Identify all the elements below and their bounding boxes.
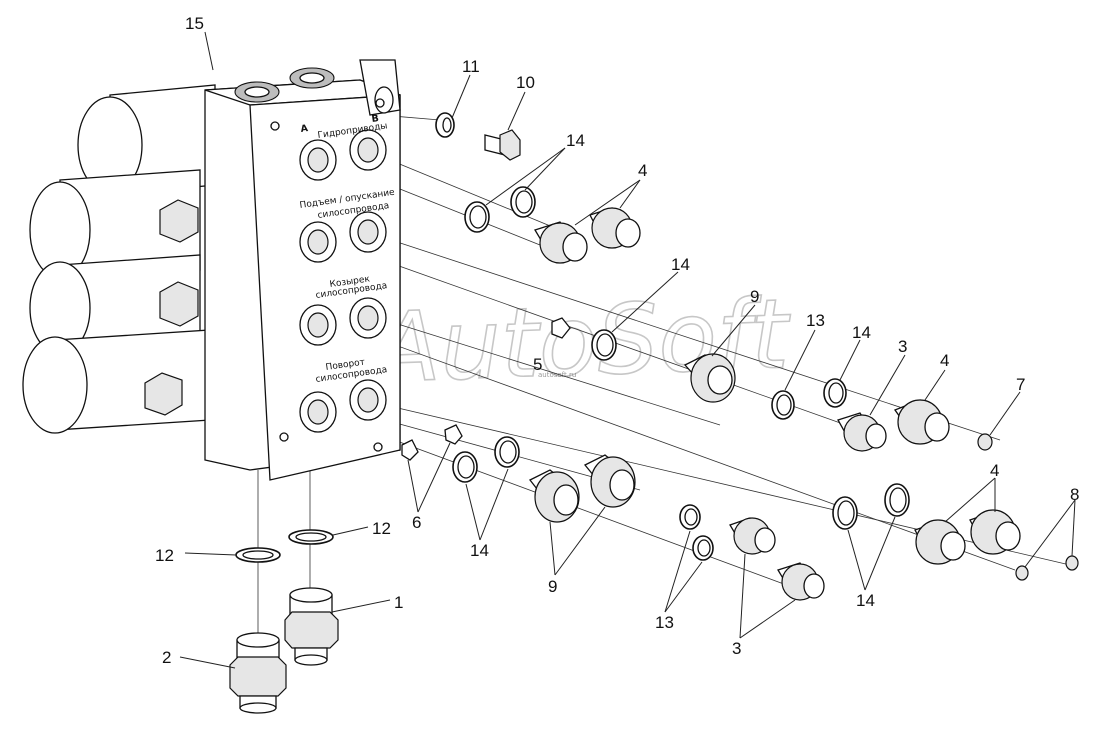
callout-11: 11 [462,57,480,76]
seal-rings-12 [235,529,334,563]
fittings-4-upper [534,207,641,264]
callout-9-lower: 9 [548,577,557,596]
callout-14-upper: 14 [566,131,585,150]
part-11-washer [435,112,455,138]
callout-10: 10 [516,73,535,92]
fittings-3-lower [729,517,825,601]
part-1-fitting [284,587,339,666]
callout-4-lower: 4 [990,461,999,480]
part-10-plug [484,129,521,161]
leader-lines [179,31,1076,669]
fittings-9-lower [528,454,636,523]
fitting-9-middle [683,353,736,403]
valve-block: А В Гидроприводы Подъем / опускание сило… [22,59,401,481]
fittings-4-lower-right [914,509,1021,565]
callout-15: 15 [185,14,204,33]
callout-12-left: 12 [155,546,174,565]
block-ports [299,129,387,433]
part-5-clip [551,317,571,339]
callout-14-lower-right: 14 [856,591,875,610]
callout-4-middle: 4 [940,351,949,370]
seal-rings-13-lower [679,504,714,561]
callout-13-lower: 13 [655,613,674,632]
seal-rings-lower-left [452,436,520,483]
part-7-cap [977,433,993,451]
fittings-3-4-middle-right [837,399,950,452]
seal-rings-upper [464,186,536,233]
callout-5: 5 [533,355,542,374]
callout-14-middle-right: 14 [852,323,871,342]
callout-6: 6 [412,513,421,532]
callout-2: 2 [162,648,171,667]
port-b-label: В [371,113,380,125]
part-6-clips [401,424,463,461]
watermark-small: autosoft.ru [538,371,576,379]
callout-4-upper: 4 [638,161,647,180]
callout-1: 1 [394,593,403,612]
callout-14-lower-left: 14 [470,541,489,560]
callout-7: 7 [1016,375,1025,394]
side-hex-nuts [144,199,199,416]
port-a-label: А [300,123,309,135]
callout-8: 8 [1070,485,1079,504]
callout-3-lower: 3 [732,639,741,658]
callout-12-right: 12 [372,519,391,538]
part-2-fitting [229,632,287,714]
callout-13-middle: 13 [806,311,825,330]
solenoid-cylinders [22,84,216,434]
callouts: 15 11 10 14 4 14 9 13 14 3 4 7 5 4 8 6 1… [155,14,1079,667]
callout-14-middle: 14 [671,255,690,274]
callout-3-middle: 3 [898,337,907,356]
rings-middle-right [771,378,847,420]
seal-rings-lower-right [832,483,910,530]
callout-9-middle: 9 [750,287,759,306]
seal-ring-middle [591,329,617,361]
